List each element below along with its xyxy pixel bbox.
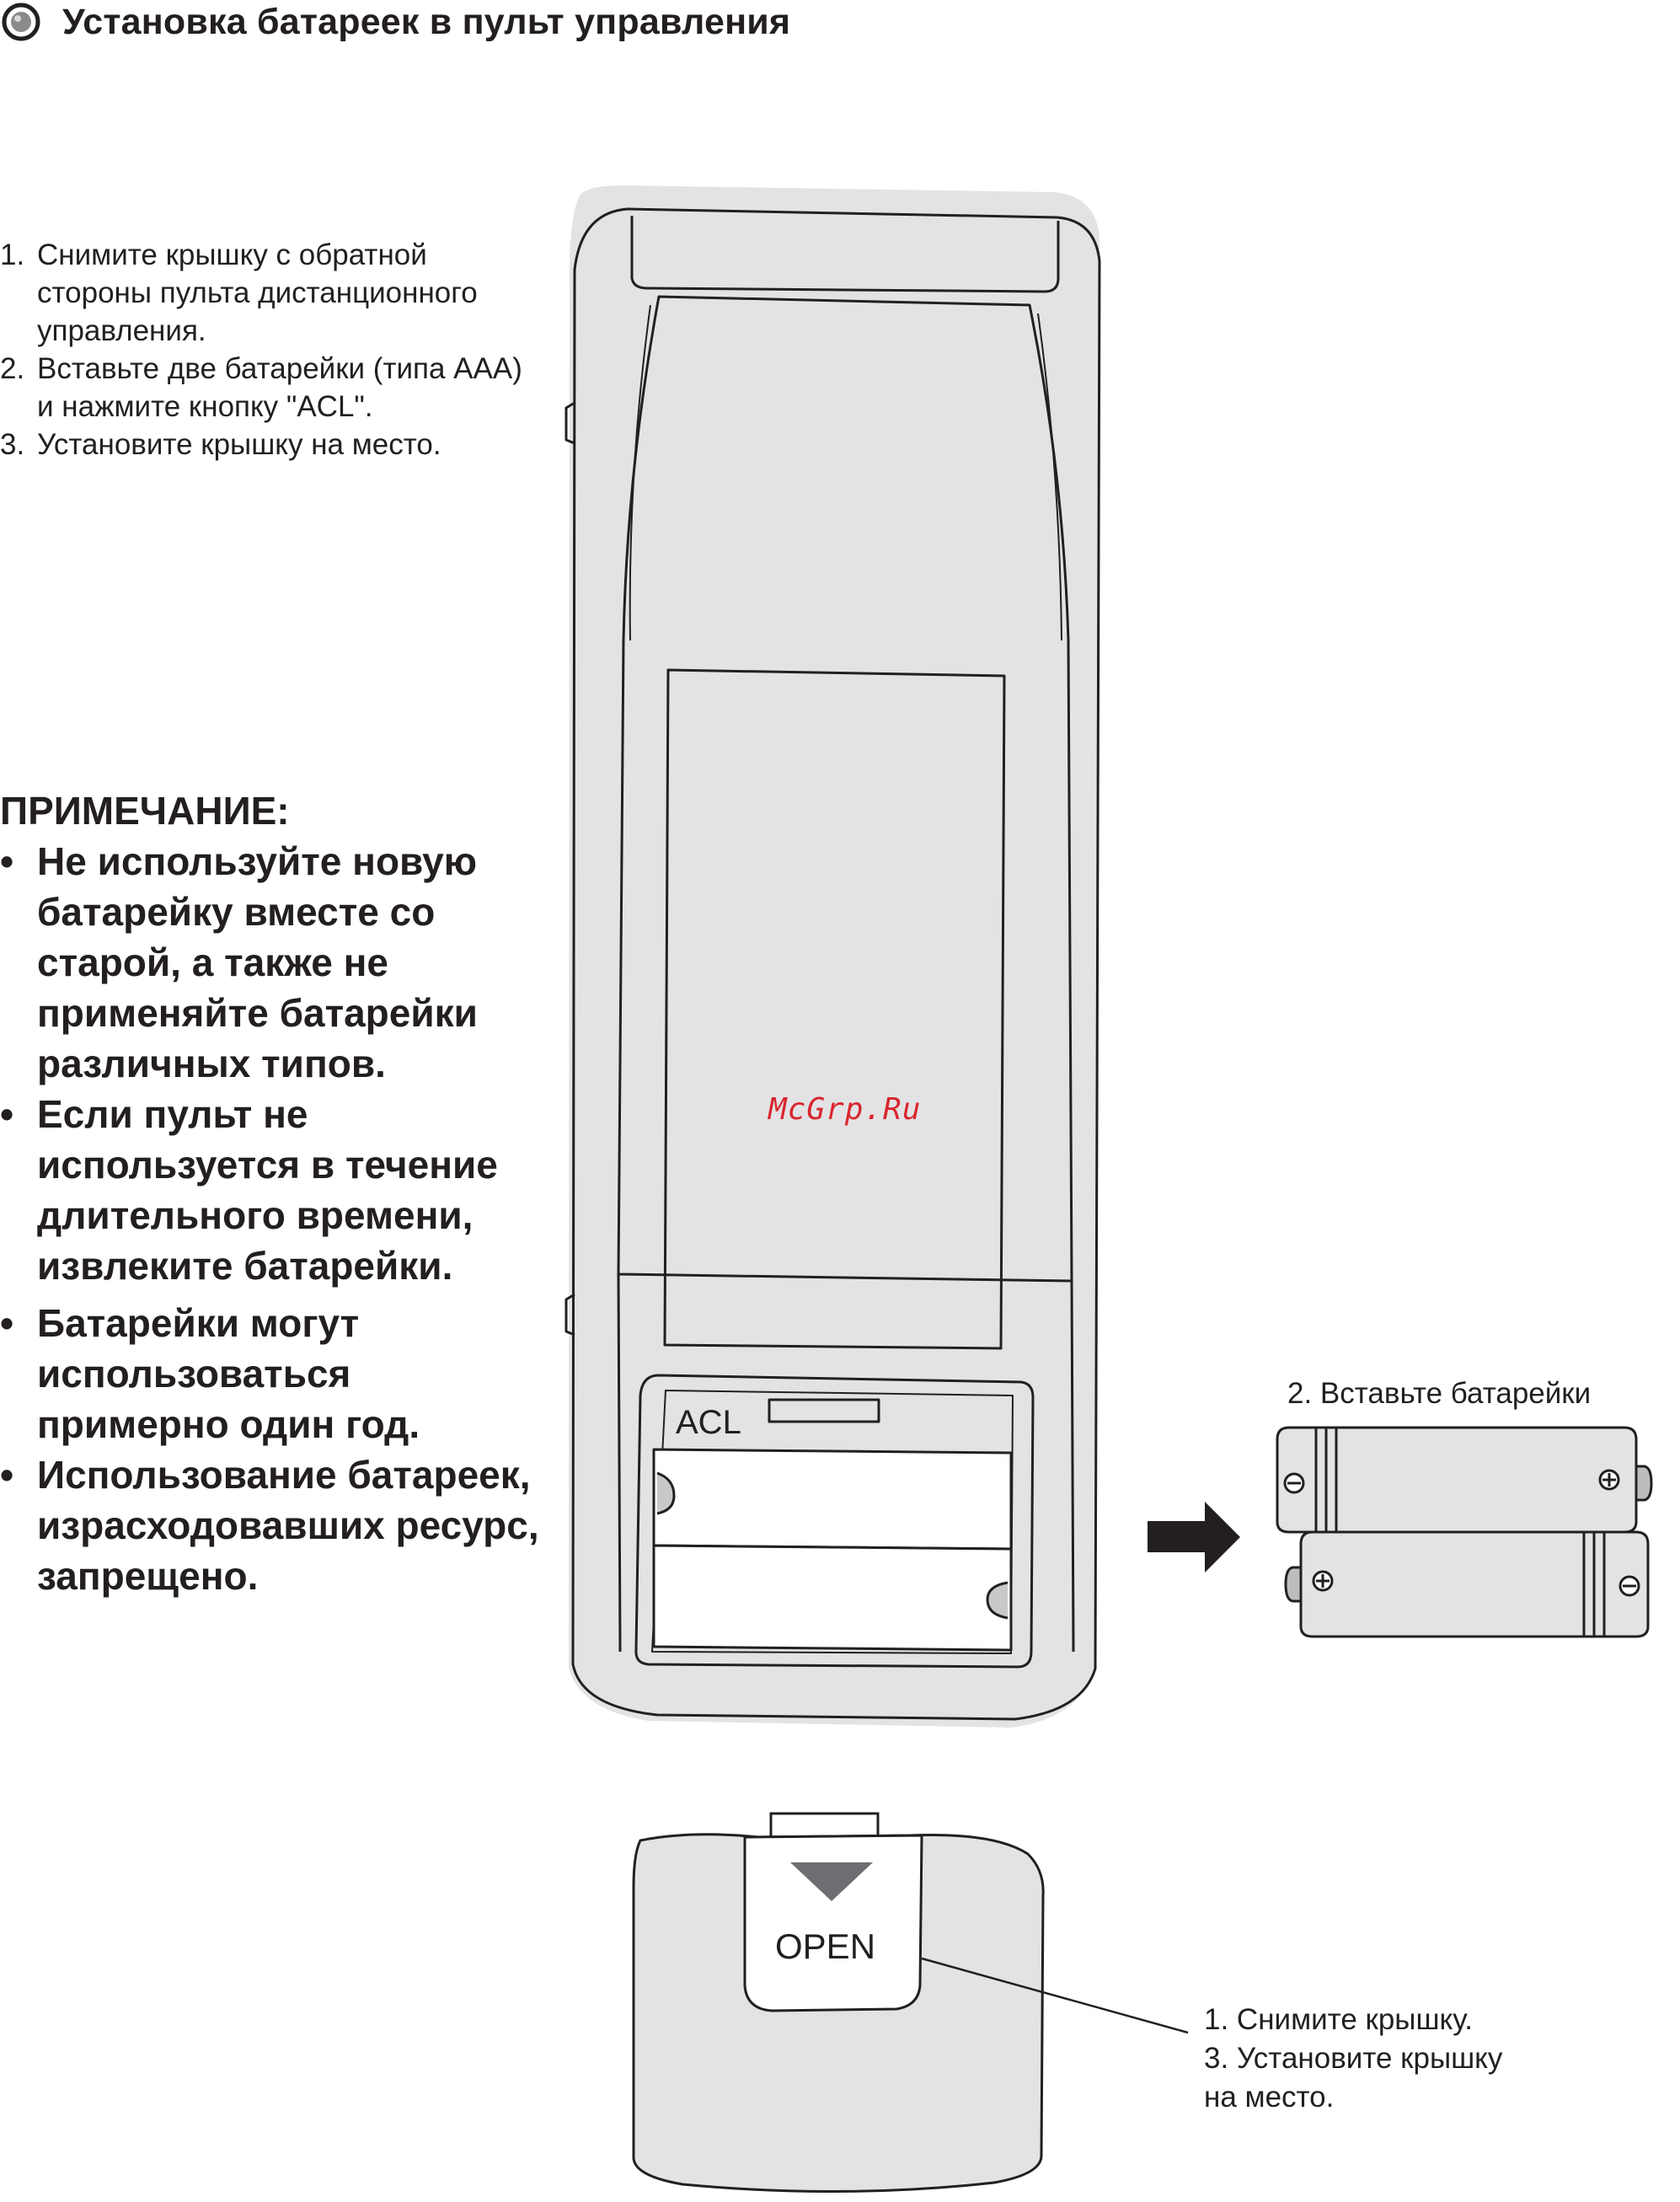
remote-body-outline bbox=[571, 207, 1101, 1721]
triangle-down-icon bbox=[790, 1862, 873, 1901]
label-area bbox=[663, 668, 1006, 1350]
arrow-right-icon bbox=[1148, 1502, 1240, 1572]
cover-tab bbox=[769, 1812, 880, 1839]
open-tab bbox=[743, 1834, 923, 2012]
leader-line bbox=[921, 1957, 1189, 2034]
step-text: Снимите крышку с обратной стороны пульта… bbox=[37, 238, 478, 347]
remote-body bbox=[569, 185, 1099, 1728]
side-notch bbox=[564, 401, 575, 445]
note-text: Если пульт не используется в течение дли… bbox=[37, 1092, 498, 1288]
step-number: 3. bbox=[0, 428, 25, 461]
step-item: 2. Вставьте две батарейки (типа AAA) и н… bbox=[0, 350, 522, 426]
top-window bbox=[630, 216, 1060, 293]
battery-slot bbox=[652, 1544, 1013, 1652]
battery-pair bbox=[1276, 1426, 1653, 1638]
battery-slot bbox=[652, 1448, 1013, 1551]
section-heading: Установка батареек в пульт управления bbox=[0, 0, 790, 44]
step-text: Вставьте две батарейки (типа AAA) и нажм… bbox=[37, 352, 522, 423]
open-label: OPEN bbox=[775, 1926, 876, 1966]
acl-label: ACL bbox=[676, 1404, 741, 1441]
cover-callout-line: 3. Установите крышку bbox=[1204, 2042, 1503, 2075]
side-notch bbox=[564, 1293, 575, 1337]
note-item: • Батарейки могут использоваться примерн… bbox=[0, 1298, 539, 1449]
bullet-dot-icon: • bbox=[0, 1092, 14, 1136]
step-text: Установите крышку на место. bbox=[37, 428, 441, 461]
step-item: 1. Снимите крышку с обратной стороны пул… bbox=[0, 236, 522, 350]
insert-batteries-label: 2. Вставьте батарейки bbox=[1287, 1377, 1592, 1410]
battery-icon bbox=[1299, 1530, 1650, 1638]
note-item: • Использование батареек, израсходовавши… bbox=[0, 1449, 539, 1601]
page-title: Установка батареек в пульт управления bbox=[62, 1, 791, 42]
note-title: ПРИМЕЧАНИЕ: bbox=[0, 789, 290, 833]
note-text: Не используйте новую батарейку вместе со… bbox=[37, 839, 478, 1085]
instruction-steps: 1. Снимите крышку с обратной стороны пул… bbox=[0, 236, 522, 463]
step-number: 2. bbox=[0, 352, 25, 385]
step-number: 1. bbox=[0, 238, 25, 271]
note-text: Батарейки могут использоваться примерно … bbox=[37, 1301, 420, 1446]
note-item: • Не используйте новую батарейку вместе … bbox=[0, 836, 539, 1089]
acl-button bbox=[768, 1398, 880, 1423]
cover-callout: 1. Снимите крышку. 3. Установите крышку … bbox=[1204, 2001, 1502, 2117]
note-text: Использование батареек, израсходовавших … bbox=[37, 1453, 539, 1598]
note-item: • Если пульт не используется в течение д… bbox=[0, 1089, 539, 1291]
bullet-dot-icon: • bbox=[0, 1301, 14, 1345]
step-item: 3. Установите крышку на место. bbox=[0, 426, 522, 463]
round-bullet-icon bbox=[2, 3, 40, 41]
watermark: McGrp.Ru bbox=[768, 1092, 922, 1127]
battery-compartment bbox=[634, 1374, 1035, 1669]
cover-callout-line: на место. bbox=[1204, 2081, 1335, 2114]
note-block: ПРИМЕЧАНИЕ: • Не используйте новую батар… bbox=[0, 785, 539, 1601]
bullet-dot-icon: • bbox=[0, 839, 14, 883]
bullet-dot-icon: • bbox=[0, 1453, 14, 1497]
battery-icon bbox=[1276, 1426, 1638, 1534]
cover-callout-line: 1. Снимите крышку. bbox=[1204, 2003, 1473, 2036]
